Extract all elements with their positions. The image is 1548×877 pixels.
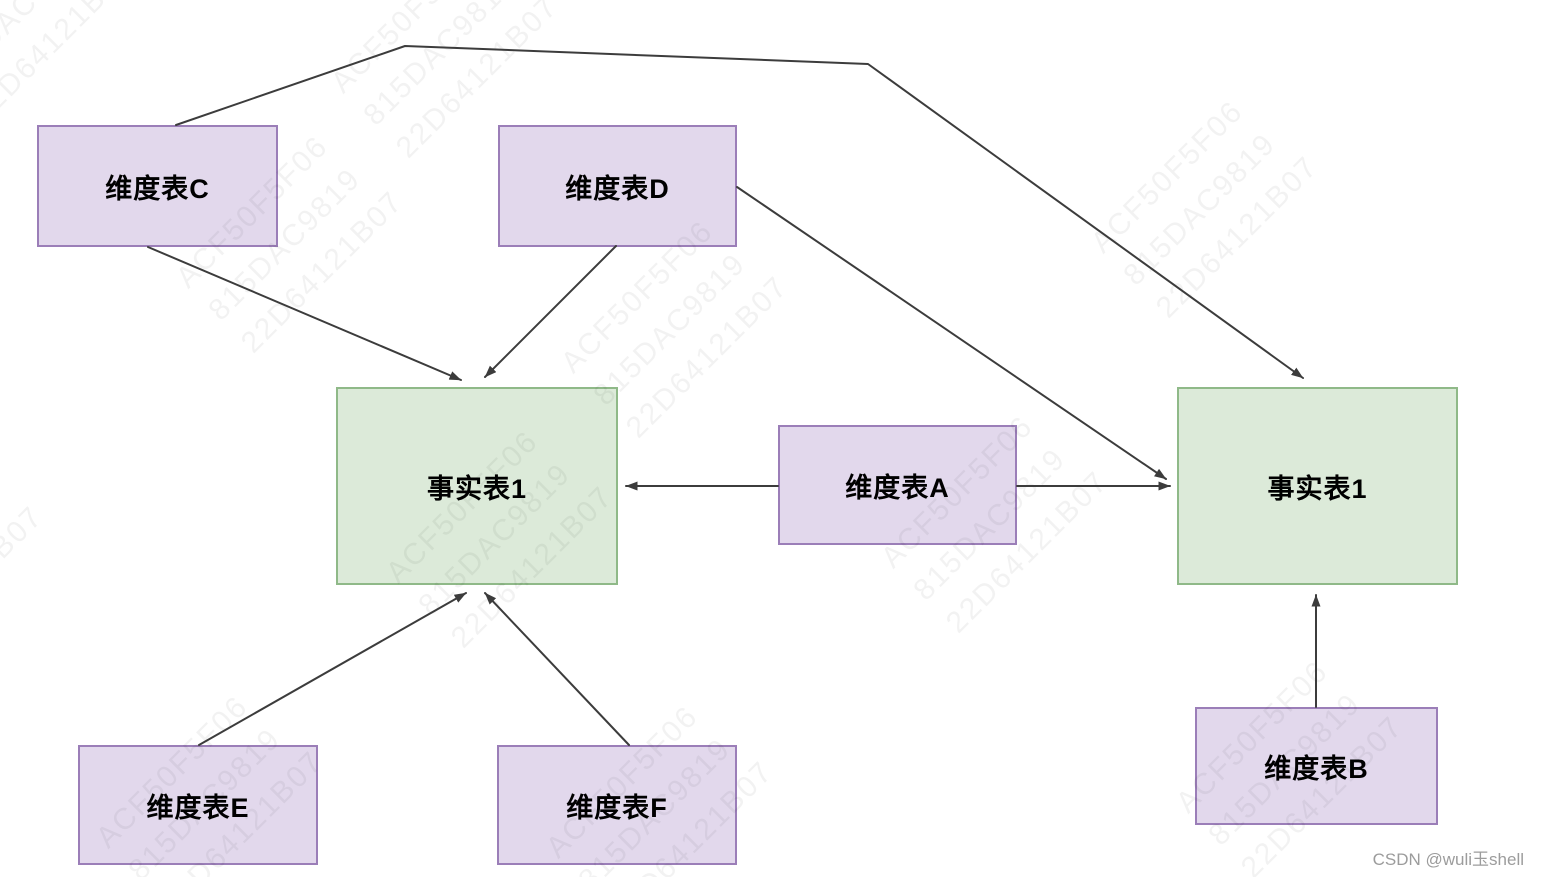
- credit-watermark: CSDN @wuli玉shell: [1372, 850, 1524, 869]
- node-label: 事实表1: [1267, 473, 1368, 504]
- edge-dim-c-to-fact-right: [175, 45, 1304, 379]
- node-label: 维度表A: [845, 472, 950, 503]
- edge-dim-c-to-fact-left: [147, 246, 462, 381]
- node-label: 维度表F: [566, 792, 668, 823]
- node-dimension-table-d: 维度表D: [498, 125, 737, 247]
- node-dimension-table-e: 维度表E: [78, 745, 318, 865]
- node-fact-table-right: 事实表1: [1177, 387, 1458, 585]
- node-fact-table-left: 事实表1: [336, 387, 618, 585]
- edge-dim-e-to-fact-left: [198, 592, 467, 746]
- node-dimension-table-b: 维度表B: [1195, 707, 1438, 825]
- node-label: 维度表D: [565, 173, 670, 204]
- node-label: 事实表1: [426, 473, 528, 504]
- node-label: 维度表C: [105, 173, 210, 204]
- node-dimension-table-f: 维度表F: [497, 745, 737, 865]
- node-dimension-table-c: 维度表C: [37, 125, 278, 247]
- edge-dim-f-to-fact-left: [484, 592, 630, 746]
- node-label: 维度表B: [1264, 753, 1369, 784]
- node-label: 维度表E: [146, 792, 250, 823]
- node-dimension-table-a: 维度表A: [778, 425, 1017, 545]
- edge-dim-d-to-fact-left: [484, 245, 617, 378]
